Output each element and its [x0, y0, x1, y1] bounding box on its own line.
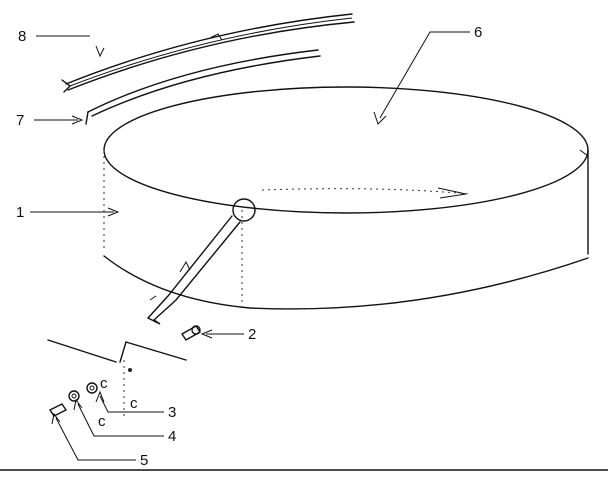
callout-5: 5 [140, 452, 148, 469]
mark-c2: c [98, 413, 106, 430]
mark-c1: c [100, 375, 108, 392]
callout-3: 3 [168, 404, 176, 421]
washer-part [86, 382, 98, 394]
screw-part [48, 403, 68, 417]
callout-4: 4 [168, 428, 176, 445]
bottom-bracket [47, 339, 187, 420]
bolt-part [181, 325, 201, 341]
pool-body [103, 86, 589, 310]
callout-6: 6 [474, 24, 482, 41]
callout-2: 2 [248, 326, 256, 343]
leader-lines [30, 31, 470, 461]
callout-7: 7 [16, 112, 24, 129]
callout-1: 1 [16, 204, 24, 221]
mark-c3: c [130, 395, 138, 412]
callout-8: 8 [18, 28, 26, 45]
lower-rail-part [85, 49, 321, 125]
brace-strip [147, 215, 241, 325]
nut-part [68, 390, 80, 402]
top-rail-part [61, 13, 355, 93]
